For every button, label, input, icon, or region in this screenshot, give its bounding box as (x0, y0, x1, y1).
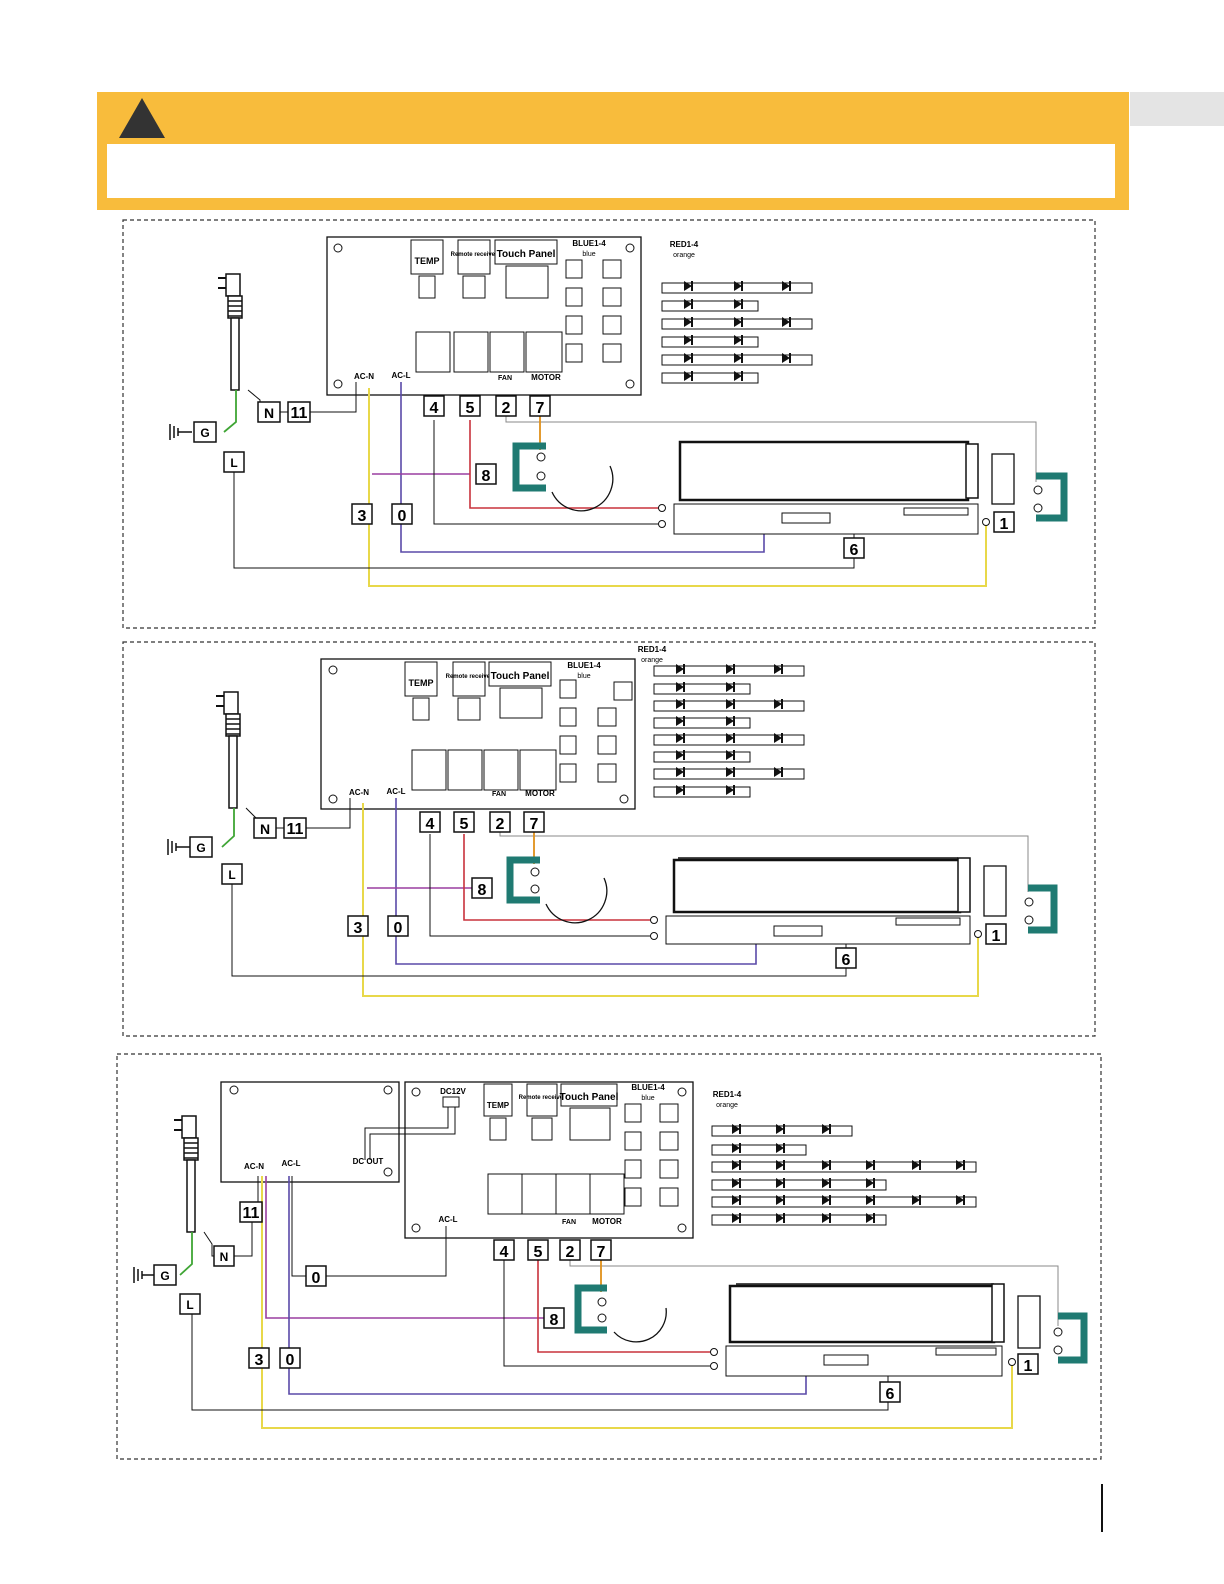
svg-text:L: L (228, 868, 235, 882)
heater-element (678, 440, 970, 502)
terminal-1: 1 (1000, 516, 1009, 533)
svg-text:AC-L: AC-L (386, 787, 405, 796)
ac-l-label: AC-L (391, 371, 410, 380)
terminal-0: 0 (398, 508, 407, 525)
terminal-6: 6 (850, 542, 859, 559)
warning-text-area (107, 144, 1115, 198)
touch-panel-label: Touch Panel (497, 249, 556, 260)
svg-text:G: G (196, 841, 205, 855)
svg-text:AC-L: AC-L (281, 1159, 300, 1168)
svg-text:AC-L: AC-L (438, 1215, 457, 1224)
svg-text:orange: orange (641, 657, 663, 664)
fan-label: FAN (498, 375, 512, 382)
svg-text:L: L (186, 1298, 193, 1312)
dc12v-label: DC12V (440, 1087, 466, 1096)
red-connector-label: RED1-4 (670, 240, 699, 249)
blue-connector-label: BLUE1-4 (572, 239, 606, 248)
wiring-diagram-2: TEMP Remote receiver Touch Panel BLUE1-4… (122, 641, 1096, 1037)
svg-text:1: 1 (1024, 1358, 1033, 1375)
dc-out-label: DC OUT (353, 1157, 384, 1166)
svg-text:11: 11 (287, 821, 304, 838)
svg-text:6: 6 (842, 952, 851, 969)
svg-text:AC-N: AC-N (349, 788, 369, 797)
power-plug-icon (217, 273, 243, 391)
ac-n-label: AC-N (354, 372, 374, 381)
svg-text:2: 2 (496, 816, 505, 833)
page-number-rule (1101, 1484, 1103, 1532)
temp-label: TEMP (414, 256, 439, 266)
terminal-3: 3 (358, 508, 367, 525)
svg-text:Touch Panel: Touch Panel (491, 671, 550, 682)
terminal-11: 11 (291, 405, 308, 422)
svg-text:4: 4 (500, 1244, 509, 1261)
svg-text:Touch Panel: Touch Panel (560, 1092, 619, 1103)
diagram-border (116, 1053, 1102, 1460)
svg-text:1: 1 (992, 928, 1001, 945)
terminal-g: G (200, 426, 209, 440)
section-tab (1130, 92, 1224, 126)
svg-text:N: N (220, 1250, 229, 1264)
svg-text:0: 0 (394, 920, 403, 937)
svg-text:8: 8 (478, 882, 487, 899)
svg-text:TEMP: TEMP (408, 678, 433, 688)
remote-label: Remote receiver (451, 252, 498, 258)
motor-label: MOTOR (531, 373, 561, 382)
svg-text:3: 3 (255, 1352, 264, 1369)
svg-text:blue: blue (577, 673, 590, 680)
svg-text:blue: blue (582, 251, 595, 258)
svg-text:BLUE1-4: BLUE1-4 (567, 661, 601, 670)
terminal-l: L (230, 456, 237, 470)
svg-text:2: 2 (566, 1244, 575, 1261)
svg-text:0: 0 (286, 1352, 295, 1369)
svg-text:BLUE1-4: BLUE1-4 (631, 1083, 665, 1092)
svg-text:MOTOR: MOTOR (592, 1217, 622, 1226)
svg-text:RED1-4: RED1-4 (638, 645, 667, 654)
warning-banner (97, 92, 1129, 210)
svg-text:TEMP: TEMP (487, 1101, 510, 1110)
diagram-border (122, 219, 1096, 629)
svg-text:8: 8 (550, 1312, 559, 1329)
svg-text:4: 4 (426, 816, 435, 833)
power-supply-board (220, 1081, 400, 1183)
warning-triangle-icon (119, 98, 165, 138)
terminal-n: N (264, 405, 274, 421)
terminal-7: 7 (536, 400, 545, 417)
svg-text:5: 5 (534, 1244, 543, 1261)
svg-text:5: 5 (460, 816, 469, 833)
svg-text:orange: orange (716, 1102, 738, 1109)
svg-text:N: N (260, 821, 270, 837)
svg-text:3: 3 (354, 920, 363, 937)
svg-text:RED1-4: RED1-4 (713, 1090, 742, 1099)
terminal-5: 5 (466, 400, 475, 417)
svg-text:7: 7 (597, 1244, 606, 1261)
svg-text:orange: orange (673, 252, 695, 259)
svg-text:11: 11 (243, 1205, 260, 1222)
svg-text:7: 7 (530, 816, 539, 833)
svg-text:Remote receiver: Remote receiver (519, 1095, 566, 1101)
svg-text:6: 6 (886, 1386, 895, 1403)
svg-text:AC-N: AC-N (244, 1162, 264, 1171)
svg-text:FAN: FAN (562, 1219, 576, 1226)
svg-text:0: 0 (312, 1270, 321, 1287)
svg-text:MOTOR: MOTOR (525, 789, 555, 798)
terminal-8: 8 (482, 468, 491, 485)
ground-symbol-icon (169, 423, 193, 441)
svg-text:G: G (160, 1269, 169, 1283)
svg-text:FAN: FAN (492, 791, 506, 798)
svg-text:Remote receiver: Remote receiver (446, 674, 493, 680)
diagram-border (122, 641, 1096, 1037)
terminal-4: 4 (430, 400, 439, 417)
terminal-2: 2 (502, 400, 511, 417)
wiring-diagram-3: AC-N AC-L DC OUT DC12V TEMP Remote recei… (116, 1053, 1102, 1460)
wiring-diagram-1: TEMP Remote receiver Touch Panel BLUE1-4… (122, 219, 1096, 629)
svg-text:blue: blue (641, 1095, 654, 1102)
